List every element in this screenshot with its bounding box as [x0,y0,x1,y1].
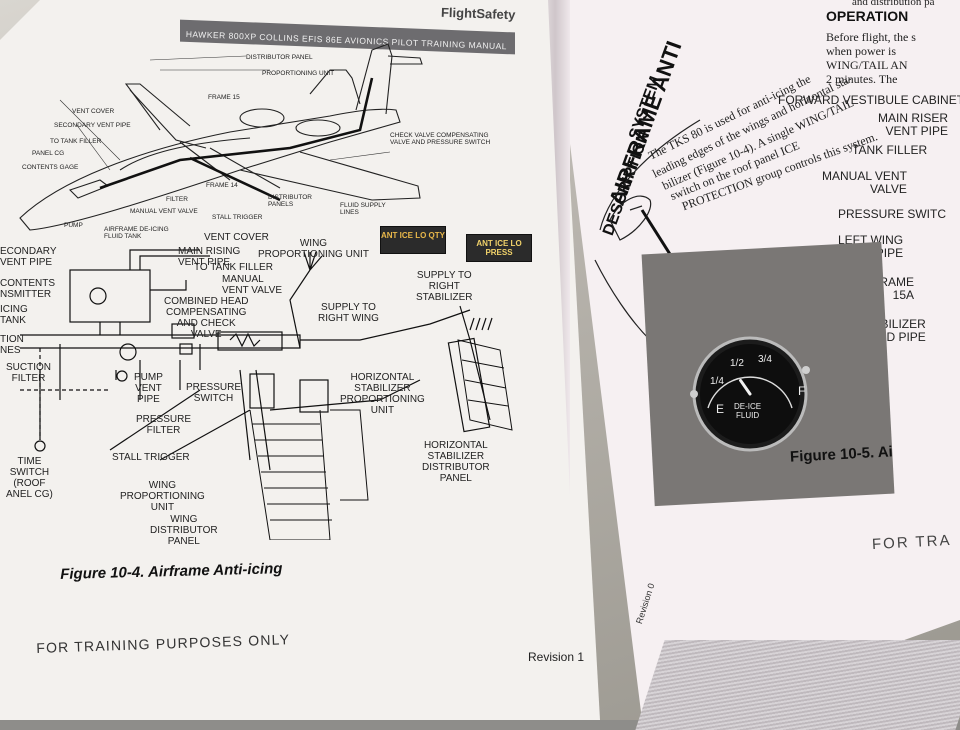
label-tank-filler: TANK FILLER [852,143,928,157]
label-secondary-vent-pipe-schem: ECONDARY VENT PIPE [0,246,57,268]
label-pump: PUMP [64,222,83,229]
label-forward-vestibule: FORWARD VESTIBULE CABINET, [778,93,960,107]
operation-line-1: Before flight, the s [826,30,916,44]
label-vent-cover-schem: VENT COVER [204,232,269,243]
gauge-mark-half: 1/2 [730,358,744,369]
aircraft-illustration [19,43,423,231]
label-lines-fragment: TION NES [0,334,24,356]
label-to-tank-filler: TO TANK FILLER [50,138,102,145]
label-fluid-supply-lines: FLUID SUPPLY LINES [340,202,386,216]
gauge-mark-empty: E [716,402,725,416]
label-check-valve: CHECK VALVE COMPENSATING VALVE AND PRESS… [390,132,491,146]
label-pressure-switch: PRESSURE SWITCH [186,382,242,404]
operation-line-4: 2 minutes. The [826,72,898,86]
operation-heading: OPERATION [826,8,909,24]
label-pump-vent-pipe: PUMP VENT PIPE [134,372,163,405]
label-stall-trigger: STALL TRIGGER [112,452,190,463]
label-hs-distributor-panel: HORIZONTAL STABILIZER DISTRIBUTOR PANEL [422,440,490,484]
operation-line-3: WING/TAIL AN [826,58,908,72]
label-supply-right-wing: SUPPLY TO RIGHT WING [318,302,379,324]
label-vent-cover: VENT COVER [72,108,115,115]
deice-fluid-gauge [690,336,810,452]
label-contents-transmitter: CONTENTS NSMITTER [0,278,55,300]
label-hs-proportioning-unit: HORIZONTAL STABILIZER PROPORTIONING UNIT [340,372,425,416]
label-wing-proportioning-unit: WING PROPORTIONING UNIT [258,238,369,260]
gauge-face-text: DE-ICE FLUID [734,402,762,420]
label-frame-15: FRAME 15 [208,94,240,101]
label-deicing-fluid-tank: AIRFRAME DE-ICING FLUID TANK [104,226,169,240]
operation-line-2: when power is [826,44,896,58]
label-stall-trigger-top: STALL TRIGGER [212,214,263,221]
label-distributor-panel: DISTRIBUTOR PANEL [246,54,313,61]
label-manual-vent-valve-right: MANUAL VENT VALVE [822,169,907,196]
gauge-mark-quarter: 1/4 [710,376,724,387]
label-contents-gage: CONTENTS GAGE [22,164,79,171]
label-combined-head-valve: COMBINED HEAD COMPENSATING AND CHECK VAL… [164,296,249,340]
annunciator-lo-press: ANT ICE LO PRESS [466,234,532,262]
gauge-needle [739,378,752,396]
label-manual-vent-valve: MANUAL VENT VALVE [222,274,283,296]
label-manual-vent-valve-top: MANUAL VENT VALVE [130,208,198,215]
gauge-mark-three-quarter: 3/4 [758,354,772,365]
label-filter: FILTER [166,196,188,203]
label-distributor-panels: DISTRIBUTOR PANELS [268,194,312,208]
label-suction-filter: SUCTION FILTER [6,362,51,384]
label-wing-proportioning-unit-2: WING PROPORTIONING UNIT [120,480,205,513]
gauge-mark-full: F [798,384,806,398]
label-main-rising-vent-pipe: MAIN RISING VENT PIPE [178,246,241,268]
label-icing-tank: ICING TANK [0,304,28,326]
label-frame-14: FRAME 14 [206,182,238,189]
label-secondary-vent-pipe: SECONDARY VENT PIPE [54,122,131,129]
label-supply-right-stabilizer: SUPPLY TO RIGHT STABILIZER [416,270,473,303]
left-page [0,0,600,720]
label-pressure-switch-right: PRESSURE SWITC [838,207,947,221]
label-time-switch: TIME SWITCH (ROOF ANEL CG) [6,456,53,500]
revision-label: Revision 1 [528,650,585,664]
brand-logo-text: FlightSafety [440,4,516,23]
label-proportioning-unit: PROPORTIONING UNIT [262,70,335,77]
label-main-riser-vent-pipe: MAIN RISER VENT PIPE [878,111,949,138]
label-pressure-filter: PRESSURE FILTER [136,414,192,436]
label-wing-distributor-panel: WING DISTRIBUTOR PANEL [150,514,218,547]
label-panel-cg: PANEL CG [32,150,65,157]
label-to-tank-filler-schem: TO TANK FILLER [194,262,273,273]
page-edge-stack [635,640,960,730]
anti-icing-schematic [20,249,513,540]
top-text-fragment: and distribution pa [852,0,935,8]
annunciator-lo-qty: ANT ICE LO QTY [380,226,446,254]
